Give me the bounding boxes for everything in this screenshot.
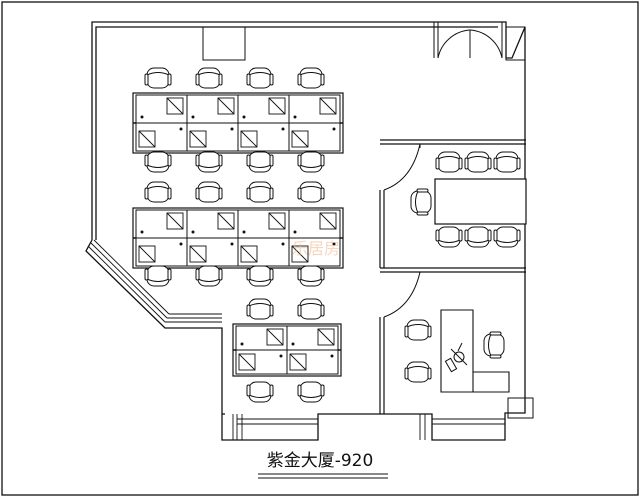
workstation-desk xyxy=(235,325,288,351)
manager-desk xyxy=(440,309,510,393)
workstation-desk xyxy=(135,237,188,267)
chair-icon xyxy=(297,298,325,320)
chair-icon xyxy=(246,181,274,203)
desk-phone-icon xyxy=(444,342,468,373)
chair-icon xyxy=(144,181,172,203)
workstation-desk xyxy=(286,325,339,351)
chair-icon xyxy=(493,226,521,248)
chair-icon xyxy=(404,319,432,341)
chair-icon xyxy=(195,265,223,287)
chair-icon xyxy=(464,226,492,248)
column-bottom-right xyxy=(507,397,534,419)
workstation-desk xyxy=(186,122,239,152)
chair-icon xyxy=(297,67,325,89)
chair-icon xyxy=(493,151,521,173)
chair-icon xyxy=(404,361,432,383)
chair-icon xyxy=(297,381,325,403)
chair-icon xyxy=(297,265,325,287)
caption-text: 紫金大厦-920 xyxy=(266,451,374,471)
workstation-desk xyxy=(235,349,288,375)
workstation-desk xyxy=(288,237,341,267)
chair-icon xyxy=(144,265,172,287)
chair-icon xyxy=(144,67,172,89)
entry-double-door xyxy=(433,22,507,59)
workstation-desk xyxy=(237,94,290,124)
chair-icon xyxy=(464,151,492,173)
workstation-desk xyxy=(135,94,188,124)
interior-partitions xyxy=(379,139,526,414)
chair-icon xyxy=(435,151,463,173)
chair-icon xyxy=(246,151,274,173)
workstation-desk xyxy=(186,94,239,124)
chair-icon xyxy=(195,67,223,89)
workstation-desk xyxy=(288,209,341,239)
plan-caption: 紫金大厦-920 xyxy=(0,446,640,479)
workstation-desk xyxy=(135,209,188,239)
workstation-desk xyxy=(288,122,341,152)
chair-icon xyxy=(195,181,223,203)
chair-icon xyxy=(246,381,274,403)
column-top-right xyxy=(505,26,526,61)
meeting-table xyxy=(434,178,527,225)
workstation-desk xyxy=(135,122,188,152)
columns xyxy=(202,26,534,419)
watermark: 乐居房 xyxy=(292,239,340,258)
chair-icon xyxy=(246,265,274,287)
caption-underline xyxy=(258,473,388,479)
workstation-desk xyxy=(186,237,239,267)
chair-icon xyxy=(195,151,223,173)
chair-icon xyxy=(483,331,505,359)
workstation-desk xyxy=(237,237,290,267)
window-bands xyxy=(87,239,505,440)
column-top xyxy=(202,26,246,61)
workstation-desk xyxy=(288,94,341,124)
chair-icon xyxy=(297,151,325,173)
chair-icon xyxy=(246,67,274,89)
chair-icon xyxy=(297,181,325,203)
chair-icon xyxy=(144,151,172,173)
chairs xyxy=(144,67,521,403)
chair-icon xyxy=(410,188,432,216)
workstation-desk xyxy=(286,349,339,375)
workstation-desk xyxy=(186,209,239,239)
workstation-desk xyxy=(237,122,290,152)
chair-icon xyxy=(435,226,463,248)
workstation-desk xyxy=(237,209,290,239)
workstations xyxy=(132,92,344,377)
chair-icon xyxy=(246,298,274,320)
